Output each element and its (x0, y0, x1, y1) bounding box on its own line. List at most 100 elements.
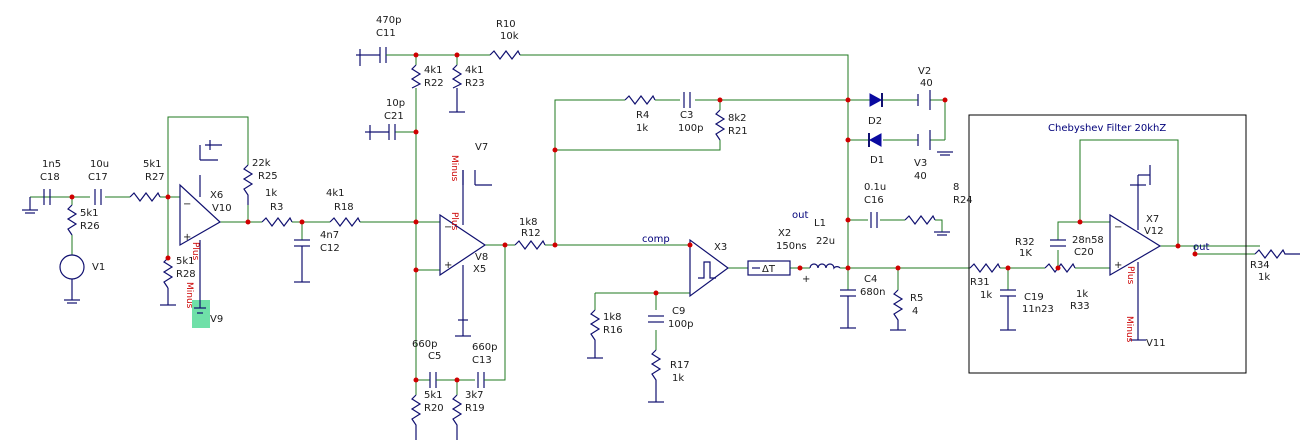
svg-text:10k: 10k (500, 31, 519, 42)
resistor-r27[interactable]: 5k1 R27 (129, 159, 165, 202)
svg-text:8: 8 (953, 182, 959, 193)
resistor-r34[interactable]: R34 1k (1250, 248, 1300, 283)
svg-text:660p: 660p (472, 342, 497, 353)
resistor-r19[interactable]: 3k7 R19 (451, 390, 485, 440)
resistor-r12[interactable]: 1k8 R12 (514, 217, 546, 250)
svg-text:150ns: 150ns (776, 241, 807, 252)
capacitor-c18[interactable]: 1n5 C18 (22, 159, 61, 214)
capacitor-c12[interactable]: 4n7 C12 (294, 230, 340, 283)
voltage-source-v9[interactable]: V9 (192, 270, 223, 328)
svg-text:R25: R25 (258, 171, 278, 182)
capacitor-c21[interactable]: 10p C21 (365, 98, 405, 140)
svg-text:X3: X3 (714, 242, 727, 253)
resistor-r21[interactable]: 8k2 R21 (714, 109, 748, 141)
resistor-r18[interactable]: 4k1 R18 (326, 188, 361, 227)
inductor-l1[interactable]: + L1 22u (802, 218, 841, 285)
svg-text:C12: C12 (320, 243, 340, 254)
resistor-r16[interactable]: 1k8 R16 (587, 309, 623, 359)
resistor-r23[interactable]: 4k1 R23 (449, 64, 485, 113)
resistor-r32[interactable]: R32 1K (1015, 237, 1076, 273)
svg-text:R10: R10 (496, 19, 516, 30)
diode-d2[interactable]: D2 (868, 93, 883, 127)
svg-text:C16: C16 (864, 195, 884, 206)
opamp-x6[interactable]: − + X6 V10 Plus Minus (179, 140, 232, 309)
svg-text:Plus: Plus (1125, 266, 1135, 285)
capacitor-c11[interactable]: 470p C11 (356, 15, 401, 66)
resistor-r3[interactable]: 1k R3 (261, 188, 293, 227)
svg-text:V7: V7 (475, 142, 488, 153)
comparator-x3[interactable]: X3 (689, 238, 730, 298)
svg-text:−: − (1114, 222, 1122, 233)
voltage-source-v1[interactable]: V1 (59, 254, 105, 304)
svg-text:R33: R33 (1070, 301, 1090, 312)
svg-text:470p: 470p (376, 15, 401, 26)
resistor-r28[interactable]: 5k1 R28 (160, 256, 196, 306)
chebyshev-filter-frame[interactable] (968, 114, 1247, 374)
capacitor-c5[interactable]: 660p C5 (412, 339, 445, 388)
opamp-x5[interactable]: − + V7 V8 X5 Minus Plus (439, 142, 492, 337)
capacitor-c17[interactable]: 10u C17 (88, 159, 109, 205)
capacitor-c13[interactable]: 660p C13 (472, 342, 497, 388)
svg-text:4: 4 (912, 306, 918, 317)
svg-text:out: out (792, 210, 808, 221)
svg-text:Plus: Plus (190, 242, 200, 261)
capacitor-c3[interactable]: C3 100p (678, 92, 703, 134)
svg-text:R32: R32 (1015, 237, 1035, 248)
capacitor-c19[interactable]: C19 11n23 (1000, 289, 1054, 331)
svg-text:X5: X5 (473, 264, 486, 275)
svg-text:C3: C3 (680, 110, 693, 121)
svg-text:100p: 100p (678, 123, 703, 134)
svg-text:R12: R12 (521, 228, 541, 239)
svg-text:C18: C18 (40, 172, 60, 183)
capacitor-c4[interactable]: C4 680n (840, 274, 885, 329)
wires (30, 54, 1260, 395)
resistor-r22[interactable]: 4k1 R22 (410, 64, 444, 89)
svg-text:5k1: 5k1 (143, 159, 162, 170)
svg-text:680n: 680n (860, 287, 885, 298)
svg-text:C17: C17 (88, 172, 108, 183)
voltage-source-v2[interactable]: V2 40 (917, 66, 933, 110)
capacitor-c9[interactable]: C9 100p (648, 306, 693, 330)
svg-text:C21: C21 (384, 111, 404, 122)
svg-text:X2: X2 (778, 228, 791, 239)
resistor-r5[interactable]: R5 4 (890, 289, 923, 331)
svg-text:C5: C5 (428, 351, 441, 362)
opamp-x7[interactable]: − + X7 V12 V11 Plus Minus (1109, 165, 1166, 349)
svg-text:1k: 1k (672, 373, 684, 384)
resistor-r4[interactable]: R4 1k (624, 94, 656, 134)
delay-block-x2[interactable]: ΔT X2 150ns out (747, 210, 808, 276)
junction-nodes (69, 52, 1198, 383)
svg-text:10u: 10u (90, 159, 109, 170)
capacitor-c16[interactable]: 0.1u C16 (864, 182, 886, 228)
svg-text:1k8: 1k8 (603, 312, 622, 323)
diode-d1[interactable]: D1 (868, 133, 884, 166)
svg-text:X6: X6 (210, 190, 223, 201)
svg-text:4n7: 4n7 (320, 230, 339, 241)
svg-text:+: + (1114, 260, 1122, 271)
resistor-r33[interactable]: 1k R33 (1070, 289, 1090, 312)
resistor-r26[interactable]: 5k1 R26 (66, 204, 100, 236)
svg-text:3k7: 3k7 (465, 390, 484, 401)
capacitor-c20[interactable]: 28n58 C20 (1050, 235, 1104, 258)
svg-text:R3: R3 (270, 202, 283, 213)
svg-text:Minus: Minus (1124, 316, 1134, 343)
resistor-r25[interactable]: 22k R25 (242, 158, 278, 205)
svg-text:V3: V3 (914, 158, 927, 169)
resistor-r20[interactable]: 5k1 R20 (410, 390, 444, 440)
svg-text:V2: V2 (918, 66, 931, 77)
svg-text:40: 40 (920, 78, 933, 89)
svg-text:1k8: 1k8 (519, 217, 538, 228)
svg-text:5k1: 5k1 (80, 208, 99, 219)
svg-text:+: + (183, 232, 191, 243)
svg-text:C9: C9 (672, 306, 685, 317)
resistor-r31[interactable]: R31 1k (969, 262, 1001, 301)
voltage-source-v3[interactable]: V3 40 (914, 130, 953, 182)
svg-text:C19: C19 (1024, 292, 1044, 303)
resistor-r24[interactable]: 8 R24 (904, 182, 973, 236)
resistor-r17[interactable]: R17 1k (648, 349, 690, 403)
svg-text:22u: 22u (816, 236, 835, 247)
resistor-r10[interactable]: R10 10k (489, 19, 521, 60)
svg-text:V1: V1 (92, 262, 105, 273)
svg-text:8k2: 8k2 (728, 113, 747, 124)
